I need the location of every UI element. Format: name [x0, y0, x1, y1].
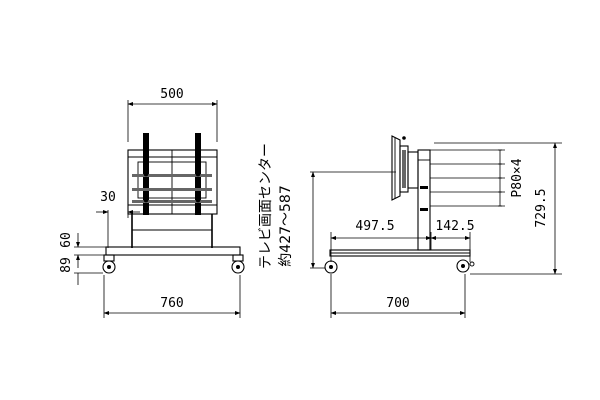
side-view: P80×4 729.5 497.5 142.5 700 [310, 135, 562, 318]
dim-729-5: 729.5 [534, 188, 549, 227]
dim-497-5: 497.5 [355, 219, 394, 234]
dim-30: 30 [100, 190, 116, 205]
front-view: 500 [59, 87, 245, 318]
tv-center-label: テレビ画面センター 約427～587 [258, 143, 294, 269]
front-caster-left [102, 254, 116, 274]
tv-center-range: 約427～587 [278, 185, 294, 266]
dim-89: 89 [59, 257, 74, 273]
dim-500: 500 [160, 87, 183, 102]
dim-142-5: 142.5 [435, 219, 474, 234]
side-caster-left [324, 260, 338, 274]
dim-760: 760 [160, 296, 183, 311]
front-caster-right [231, 254, 245, 274]
dim-700: 700 [386, 296, 409, 311]
tv-center-title: テレビ画面センター [258, 143, 274, 269]
tv-plate [391, 135, 419, 201]
front-base [105, 246, 241, 256]
side-caster-right [456, 259, 475, 273]
mount-frame [127, 149, 218, 215]
side-column [417, 149, 431, 251]
dim-pitch: P80×4 [510, 158, 525, 197]
dim-60: 60 [59, 232, 74, 248]
